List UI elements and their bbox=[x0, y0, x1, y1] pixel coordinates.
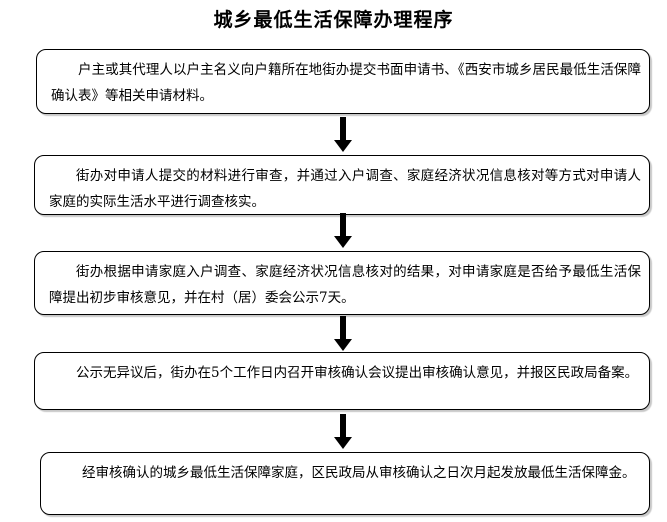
step-5-text: 经审核确认的城乡最低生活保障家庭，区民政局从审核确认之日次月起发放最低生活保障金… bbox=[82, 465, 636, 481]
step-1-text: 户主或其代理人以户主名义向户籍所在地街办提交书面申请书、《西安市城乡居民最低生活… bbox=[51, 62, 641, 104]
page-title: 城乡最低生活保障办理程序 bbox=[213, 9, 454, 31]
step-5-box: 经审核确认的城乡最低生活保障家庭，区民政局从审核确认之日次月起发放最低生活保障金… bbox=[40, 452, 650, 515]
step-1-box: 户主或其代理人以户主名义向户籍所在地街办提交书面申请书、《西安市城乡居民最低生活… bbox=[36, 49, 650, 114]
arrow-down-icon bbox=[333, 117, 353, 153]
step-2-text: 街办对申请人提交的材料进行审查，并通过入户调查、家庭经济状况信息核对等方式对申请… bbox=[49, 168, 641, 210]
step-4-text: 公示无异议后，街办在5个工作日内召开审核确认会议提出审核确认意见，并报区民政局备… bbox=[76, 365, 639, 381]
arrow-down-icon bbox=[333, 213, 353, 249]
arrow-down-icon bbox=[333, 414, 353, 450]
step-3-text: 街办根据申请家庭入户调查、家庭经济状况信息核对的结果，对申请家庭是否给予最低生活… bbox=[49, 264, 641, 306]
step-3-box: 街办根据申请家庭入户调查、家庭经济状况信息核对的结果，对申请家庭是否给予最低生活… bbox=[34, 251, 650, 315]
arrow-down-icon bbox=[333, 316, 353, 352]
step-2-box: 街办对申请人提交的材料进行审查，并通过入户调查、家庭经济状况信息核对等方式对申请… bbox=[34, 155, 650, 215]
step-4-box: 公示无异议后，街办在5个工作日内召开审核确认会议提出审核确认意见，并报区民政局备… bbox=[34, 352, 650, 410]
